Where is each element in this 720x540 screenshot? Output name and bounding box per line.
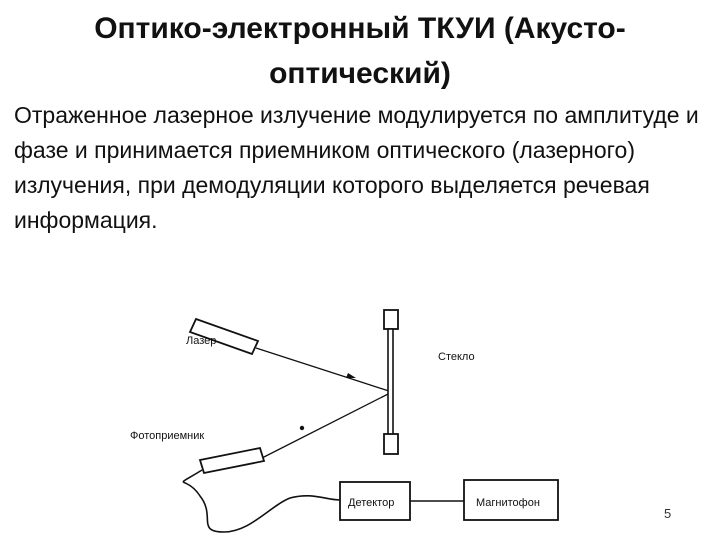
glass-label: Стекло (438, 351, 475, 363)
reflected-beam (261, 391, 393, 459)
recorder-block (463, 479, 559, 521)
photoreceiver-label: Фотоприемник (130, 430, 204, 442)
incident-beam-arrow-icon (346, 373, 356, 378)
laser-eavesdropping-diagram: Лазер Стекло Фотоприемник Детектор Магни… (130, 309, 559, 533)
detector-label: Детектор (348, 497, 394, 509)
slide-body-text: Отраженное лазерное излучение модулирует… (14, 102, 699, 233)
signal-cable (182, 469, 341, 533)
laser-label: Лазер (186, 335, 216, 347)
laser-emitter (188, 317, 260, 356)
reflected-beam-marker (299, 425, 305, 431)
photoreceiver (198, 446, 266, 475)
recorder-label: Магнитофон (476, 497, 540, 509)
page-number: 5 (664, 506, 672, 521)
glass-pane (383, 309, 399, 455)
slide-title: Оптико-электронный ТКУИ (Акусто-оптическ… (94, 12, 626, 90)
incident-beam (255, 347, 393, 393)
